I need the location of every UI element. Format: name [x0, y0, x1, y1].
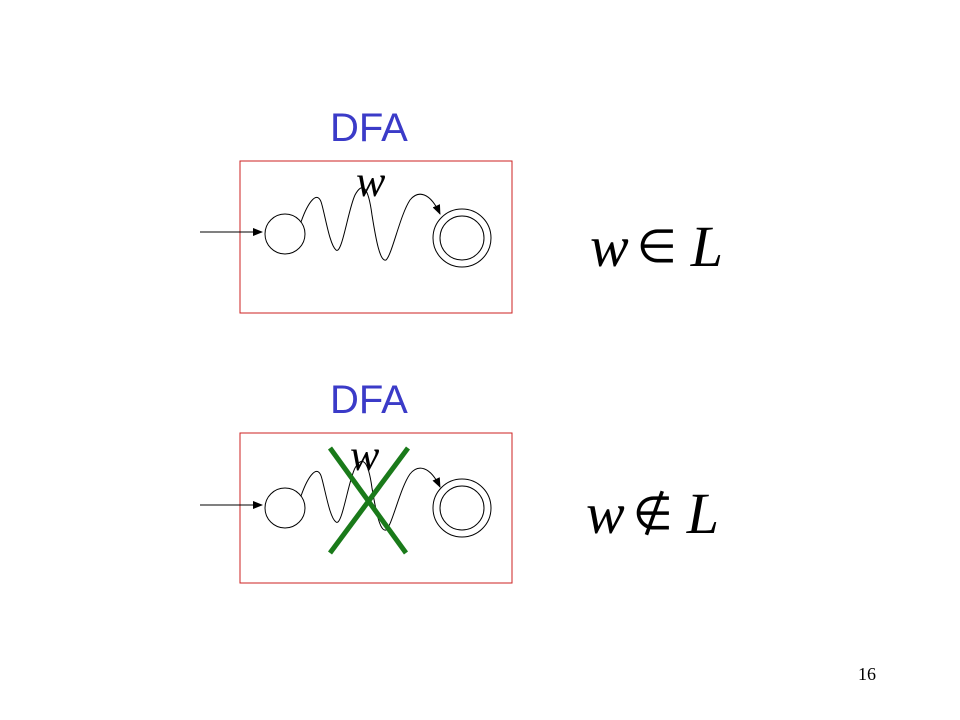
- bottom-path-squiggle: [300, 460, 441, 531]
- bottom-membership-statement: w∉ L: [586, 480, 719, 547]
- top-initial-state: [264, 213, 306, 255]
- cross-stroke-2: [327, 446, 411, 555]
- top-path-label: w: [356, 157, 386, 206]
- top-path-squiggle: [300, 187, 441, 261]
- top-dfa-box: [239, 160, 513, 314]
- top-statement-lhs: w: [590, 214, 629, 279]
- top-membership-statement: w∈ L: [590, 213, 723, 280]
- not-element-of-symbol: ∉: [632, 488, 673, 539]
- page-number: 16: [858, 664, 876, 684]
- bottom-accept-state-outer: [432, 478, 492, 538]
- top-statement-rhs: L: [690, 214, 724, 279]
- bottom-path-label: w: [350, 431, 380, 480]
- bottom-statement-rhs: L: [686, 481, 720, 546]
- top-accept-state-inner: [439, 215, 485, 261]
- bottom-initial-state: [264, 487, 306, 529]
- bottom-dfa-title: DFA: [330, 378, 408, 422]
- top-accept-state-outer: [432, 208, 492, 268]
- element-of-symbol: ∈: [636, 221, 677, 272]
- top-dfa-title: DFA: [330, 106, 408, 150]
- cross-out-mark: [327, 446, 411, 555]
- bottom-accept-state-inner: [439, 485, 485, 531]
- bottom-dfa-box: [239, 432, 513, 584]
- bottom-statement-lhs: w: [586, 481, 625, 546]
